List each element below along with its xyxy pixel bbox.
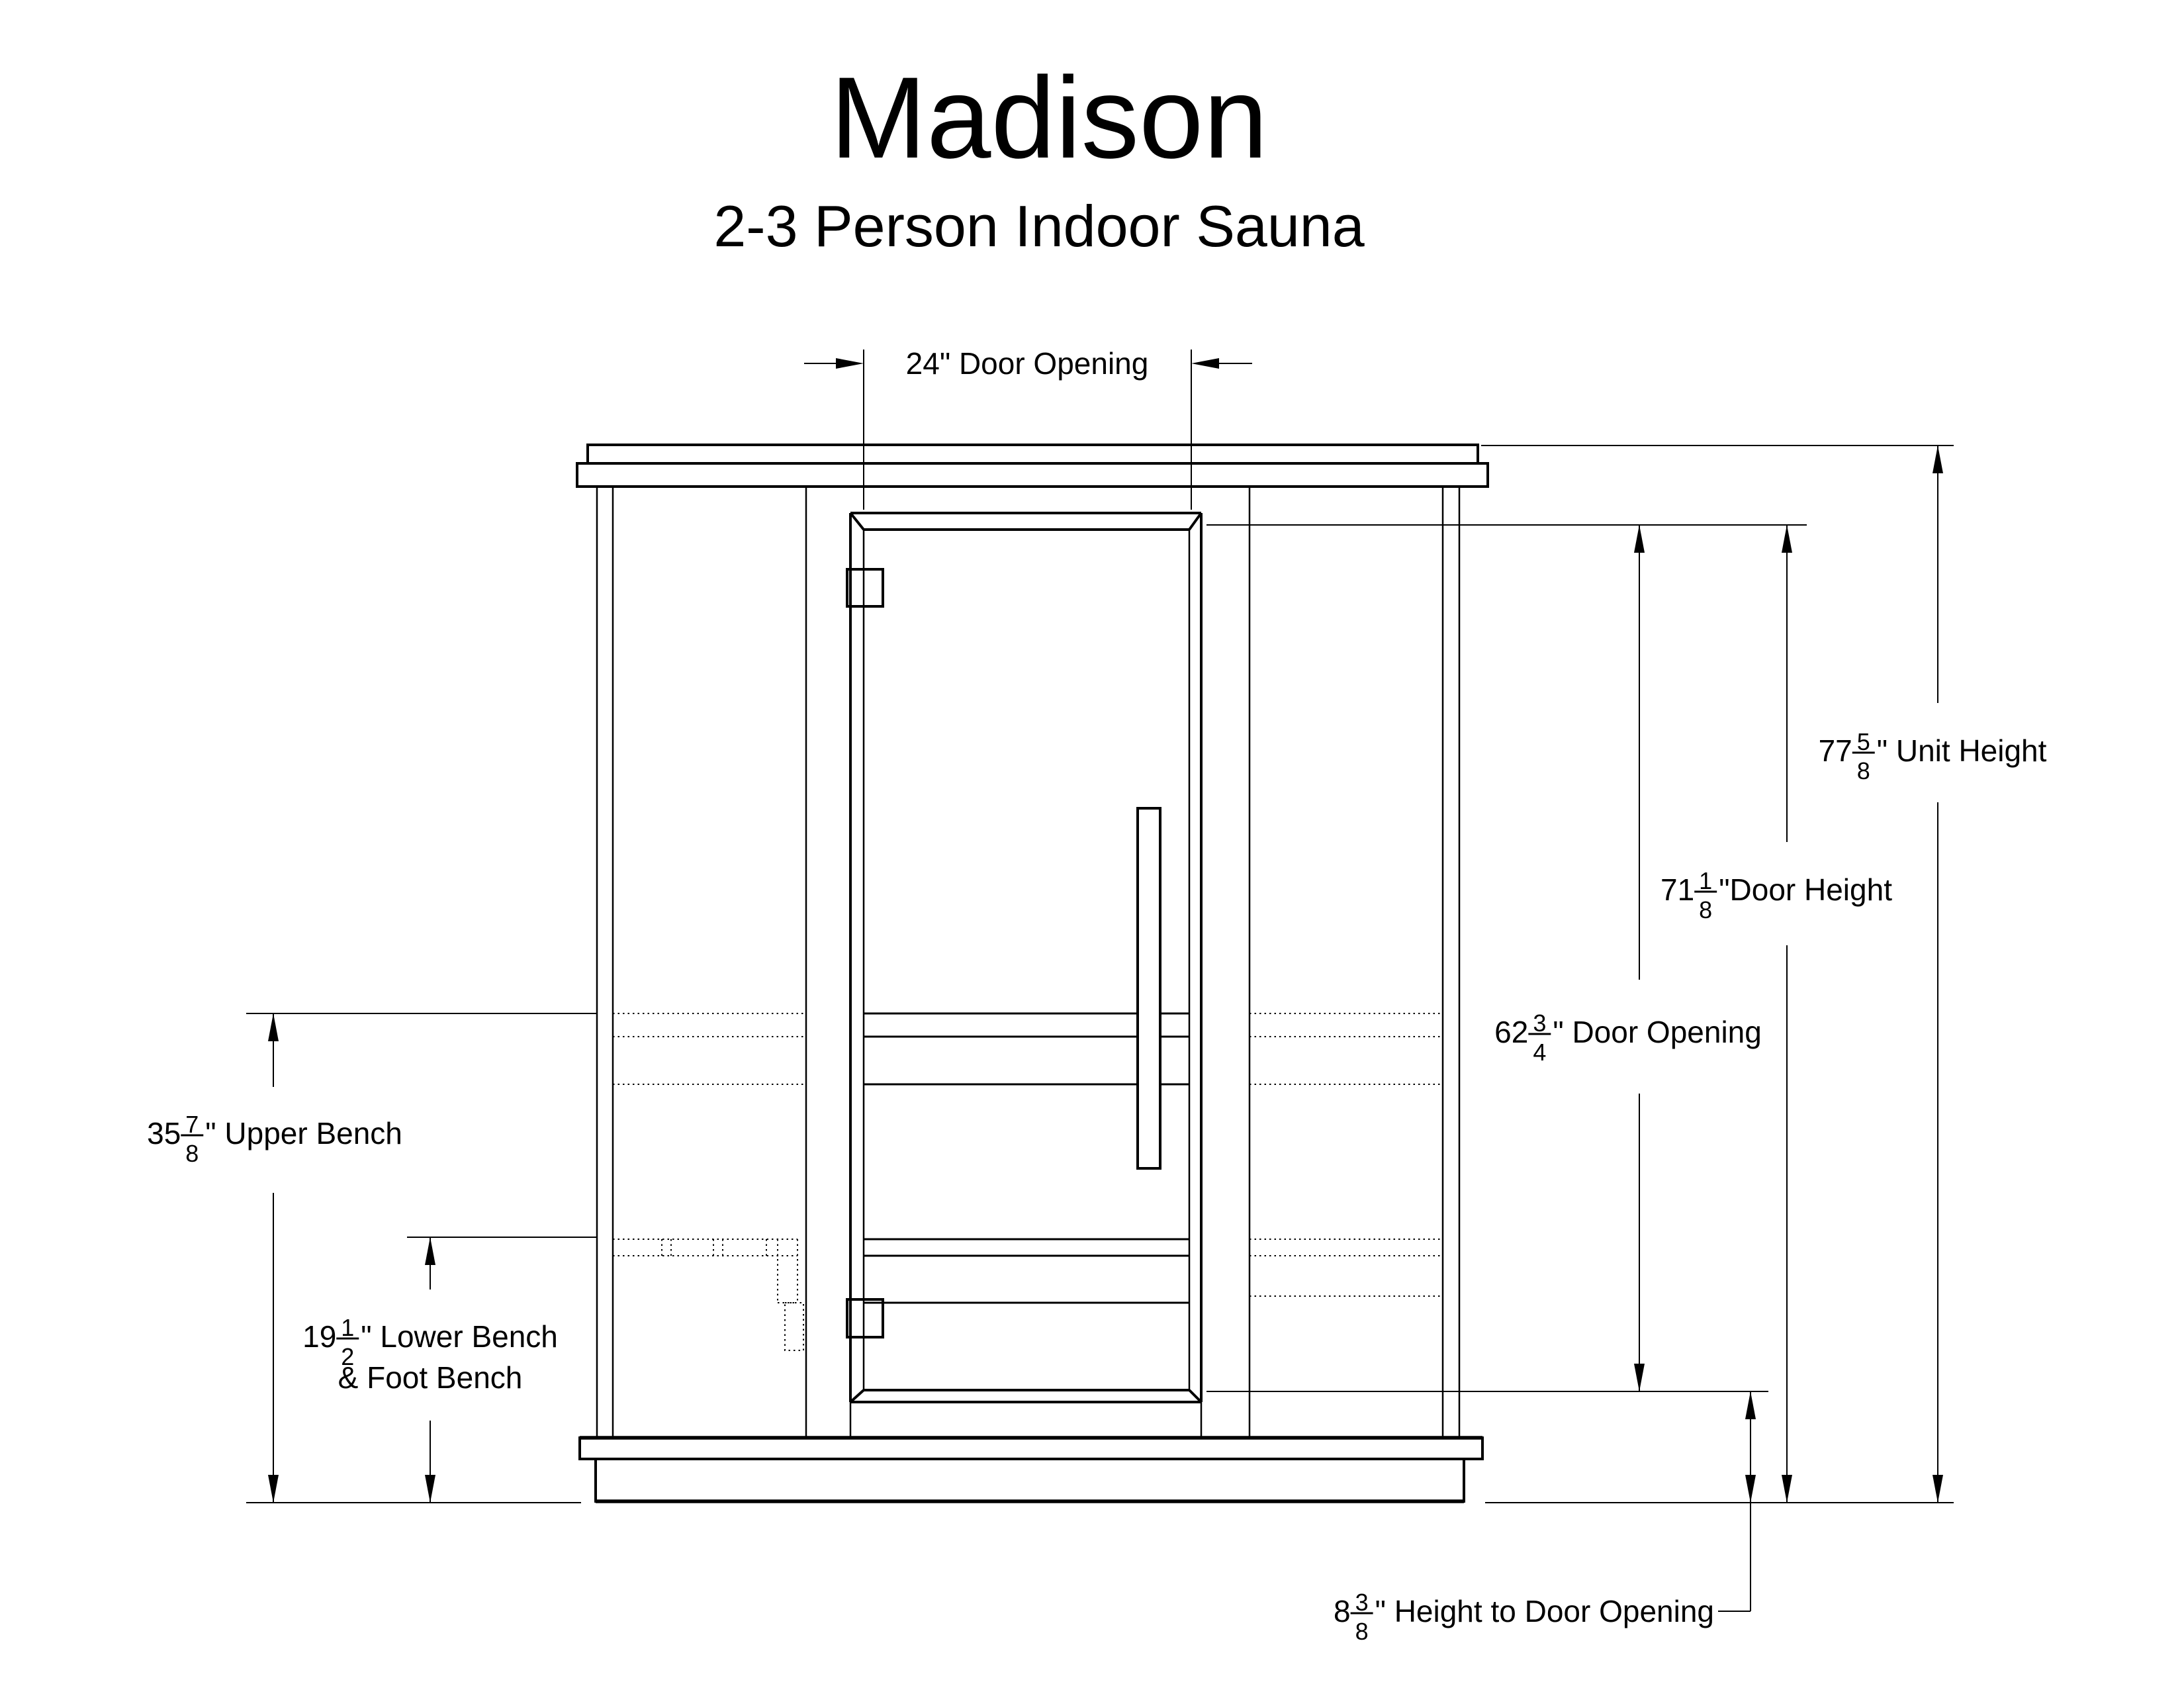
- svg-text:1: 1: [341, 1314, 354, 1341]
- door-handle: [1136, 807, 1161, 1170]
- hidden-bench-lines-right-panel: [1250, 1013, 1443, 1297]
- svg-text:" Height to Door Opening: " Height to Door Opening: [1375, 1594, 1714, 1628]
- svg-text:8: 8: [1699, 896, 1712, 923]
- svg-text:& Foot Bench: & Foot Bench: [338, 1360, 523, 1395]
- wall-panels: [596, 487, 1461, 1438]
- svg-text:1: 1: [1699, 867, 1712, 894]
- svg-text:"Door Height: "Door Height: [1719, 872, 1892, 907]
- door-hinge-bottom: [846, 1298, 884, 1338]
- svg-text:77: 77: [1819, 733, 1852, 768]
- svg-text:" Upper Bench: " Upper Bench: [205, 1116, 402, 1150]
- svg-text:3: 3: [1533, 1009, 1546, 1037]
- svg-text:24: 24: [906, 346, 940, 381]
- dimension-unit-height: [1933, 445, 1943, 1503]
- svg-text:5: 5: [1857, 728, 1870, 755]
- svg-text:4: 4: [1533, 1039, 1546, 1066]
- sauna-elevation: [576, 444, 1489, 1503]
- bench-lines-through-glass: [864, 1012, 1189, 1304]
- svg-text:" Door Opening: " Door Opening: [1553, 1015, 1762, 1049]
- svg-text:8: 8: [1334, 1594, 1351, 1628]
- svg-text:35: 35: [147, 1116, 181, 1150]
- dimension-door-opening-width: [804, 358, 1252, 369]
- svg-text:71: 71: [1661, 872, 1694, 907]
- dimension-door-opening-height: [1634, 525, 1645, 1391]
- svg-text:8: 8: [1857, 757, 1870, 784]
- dimension-lower-bench: [425, 1237, 435, 1503]
- svg-text:7: 7: [185, 1111, 199, 1138]
- dimension-upper-bench: [268, 1013, 279, 1503]
- svg-text:19: 19: [302, 1319, 336, 1354]
- dimension-extension-lines: [246, 350, 1954, 1503]
- svg-text:3: 3: [1355, 1589, 1369, 1616]
- dimension-door-height: [1782, 525, 1792, 1503]
- hidden-bench-lines-left-panel: [613, 1013, 806, 1351]
- roof-cap: [576, 444, 1489, 488]
- svg-text:" Door Opening: " Door Opening: [940, 346, 1149, 381]
- door-hinge-top: [846, 568, 884, 608]
- svg-text:8: 8: [1355, 1618, 1369, 1645]
- dimension-height-to-door-opening: [1718, 1391, 1756, 1612]
- svg-text:8: 8: [185, 1140, 199, 1167]
- svg-text:" Unit Height: " Unit Height: [1877, 733, 2047, 768]
- door: [849, 512, 1203, 1438]
- svg-text:62: 62: [1494, 1015, 1528, 1049]
- floor-and-base: [578, 1436, 1484, 1503]
- svg-text:2: 2: [341, 1343, 354, 1370]
- dim-label-door-opening-width: 24" Door Opening: [906, 346, 1149, 381]
- page-subtitle: 2-3 Person Indoor Sauna: [713, 193, 1364, 259]
- page-title: Madison: [830, 54, 1267, 183]
- svg-text:" Lower Bench: " Lower Bench: [361, 1319, 558, 1354]
